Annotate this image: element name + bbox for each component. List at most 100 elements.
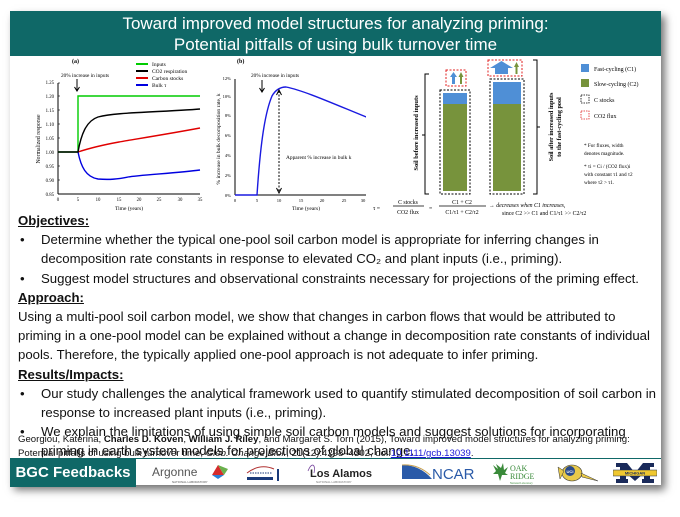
double-arrow-icon xyxy=(276,88,282,195)
svg-text:MICHIGAN: MICHIGAN xyxy=(625,471,645,476)
svg-text:National Laboratory: National Laboratory xyxy=(510,482,533,485)
ncar-logo: NCAR xyxy=(400,461,480,485)
title-line-2: Potential pitfalls of using bulk turnove… xyxy=(173,35,498,54)
author-riley: William J. Riley xyxy=(188,434,259,445)
x-label-a: Time (years) xyxy=(115,205,143,212)
left-bracket xyxy=(422,73,429,195)
c-stocks-box-before xyxy=(439,89,471,195)
svg-text:10: 10 xyxy=(96,198,101,203)
svg-text:5: 5 xyxy=(77,198,80,203)
svg-text:with constant τ1 and τ2: with constant τ1 and τ2 xyxy=(584,172,633,178)
x-ticks-b: 0 5 10 15 20 25 30 xyxy=(234,198,366,203)
co2-flux-box-after xyxy=(487,59,523,77)
slow-flux-arrow-icon xyxy=(458,72,464,84)
svg-text:* τi = Ci / (CO2 flux)i: * τi = Ci / (CO2 flux)i xyxy=(584,163,631,170)
approach-text: Using a multi-pool soil carbon model, we… xyxy=(18,309,650,363)
svg-text:0%: 0% xyxy=(225,193,231,198)
svg-text:0: 0 xyxy=(234,198,237,203)
y-label-b: % increase in bulk decomposition rate, k xyxy=(216,93,222,184)
svg-text:2%: 2% xyxy=(225,173,231,178)
series-bulk-tau xyxy=(77,151,201,181)
svg-text:8%: 8% xyxy=(225,113,231,118)
tau-equation: τ = C stocks CO2 flux = C1 + C2 C1/τ1 + … xyxy=(373,200,586,215)
slide: Toward improved model structures for ana… xyxy=(10,11,661,487)
series-carbon-stocks xyxy=(77,127,201,153)
svg-text:Argonne: Argonne xyxy=(152,465,198,479)
svg-text:C stocks: C stocks xyxy=(398,200,419,206)
results-heading: Results/Impacts: xyxy=(18,366,124,382)
citation: Georgiou, Katerina, Charles D. Koven, Wi… xyxy=(18,434,630,459)
apparent-increase-label: Apparent % increase in bulk k xyxy=(286,155,352,161)
svg-text:6%: 6% xyxy=(225,133,231,138)
svg-text:=: = xyxy=(429,206,432,212)
journal-name: Glob. Change Biol. xyxy=(205,448,287,459)
objective-item: Suggest model structures and observation… xyxy=(18,269,658,288)
svg-text:20: 20 xyxy=(320,198,325,203)
fast-pool-after xyxy=(493,82,521,104)
svg-text:RIDGE: RIDGE xyxy=(510,472,535,481)
c-stocks-box-after xyxy=(489,78,525,195)
svg-text:Inputs: Inputs xyxy=(152,62,166,68)
svg-text:τ =: τ = xyxy=(373,206,380,212)
svg-text:10: 10 xyxy=(277,198,282,203)
slow-pool-before xyxy=(443,104,467,191)
svg-text:Carbon stocks: Carbon stocks xyxy=(152,76,183,82)
arrow-down-icon xyxy=(74,79,80,92)
doi-link[interactable]: 10.1111/gcb.13039 xyxy=(390,448,471,459)
fast-flux-arrow-large-icon xyxy=(490,61,513,74)
objective-item: Determine whether the typical one-pool s… xyxy=(18,230,658,268)
y-label-a: Normalized response xyxy=(36,114,42,164)
notes-c: * For fluxes, width denotes magnitude. *… xyxy=(584,142,633,186)
x-ticks-a: 0 5 10 15 20 25 30 35 xyxy=(57,198,203,203)
svg-text:5: 5 xyxy=(256,198,259,203)
svg-text:1.20: 1.20 xyxy=(46,95,55,100)
svg-text:1.25: 1.25 xyxy=(46,81,55,86)
flux-swatch xyxy=(580,110,590,120)
co2-flux-box-before xyxy=(445,69,467,87)
figure-a-normalized-response: (a) 20% increase in inputs Inputs CO2 re… xyxy=(18,55,210,215)
objectives-heading: Objectives: xyxy=(18,213,90,228)
objectives-list: Determine whether the typical one-pool s… xyxy=(18,230,658,288)
svg-text:OAK: OAK xyxy=(510,464,528,473)
arrow-down-icon xyxy=(259,80,265,93)
svg-text:30: 30 xyxy=(178,198,183,203)
svg-text:15: 15 xyxy=(299,198,304,203)
svg-text:12%: 12% xyxy=(223,76,232,81)
svg-text:10%: 10% xyxy=(223,94,232,99)
berkeley-lab-logo xyxy=(244,461,284,485)
svg-text:C1/τ1 + C2/τ2: C1/τ1 + C2/τ2 xyxy=(445,210,478,215)
y-ticks-a: 0.85 0.90 0.95 1.00 1.05 1.10 1.15 1.20 … xyxy=(46,81,55,198)
approach-heading: Approach: xyxy=(18,289,84,305)
svg-text:25: 25 xyxy=(342,198,347,203)
slow-swatch xyxy=(581,79,589,87)
footer: BGC Feedbacks Argonne NATIONAL LABORATOR… xyxy=(10,458,661,487)
soil-after-label-2: to the fast-cycling pool xyxy=(556,97,563,157)
svg-text:1.00: 1.00 xyxy=(46,151,55,156)
svg-text:NATIONAL LABORATORY: NATIONAL LABORATORY xyxy=(316,480,352,484)
fast-swatch xyxy=(581,64,589,72)
series-bulk-k xyxy=(235,86,366,196)
los-alamos-logo: Los Alamos NATIONAL LABORATORY xyxy=(302,461,382,485)
stocks-swatch xyxy=(580,94,590,104)
svg-text:C stocks: C stocks xyxy=(594,98,615,104)
svg-text:where τ2 > τ1.: where τ2 > τ1. xyxy=(584,180,614,186)
y-ticks-b: 0% 2% 4% 6% 8% 10% 12% xyxy=(223,76,232,198)
svg-text:0.90: 0.90 xyxy=(46,179,55,184)
title-banner: Toward improved model structures for ana… xyxy=(10,11,661,56)
svg-text:CO2 flux: CO2 flux xyxy=(594,113,617,120)
svg-text:C1 + C2: C1 + C2 xyxy=(452,200,472,206)
bgc-feedbacks-brand: BGC Feedbacks xyxy=(10,459,136,487)
annotation-a: 20% increase in inputs xyxy=(61,73,109,79)
argonne-logo: Argonne NATIONAL LABORATORY xyxy=(152,461,232,485)
results-list: Our study challenges the analytical fram… xyxy=(18,384,658,461)
svg-text:20: 20 xyxy=(137,198,142,203)
svg-text:→ decreases when C1 increases,: → decreases when C1 increases, xyxy=(489,203,566,209)
fast-flux-arrow-icon xyxy=(450,72,457,84)
panel-label-a: (a) xyxy=(72,58,79,65)
svg-text:CO2 flux: CO2 flux xyxy=(397,209,419,215)
svg-text:0.95: 0.95 xyxy=(46,165,55,170)
series-co2-respiration xyxy=(58,108,201,153)
michigan-logo: MICHIGAN xyxy=(613,461,657,485)
annotation-b: 20% increase in inputs xyxy=(251,73,299,79)
svg-text:NCAR: NCAR xyxy=(432,466,475,483)
